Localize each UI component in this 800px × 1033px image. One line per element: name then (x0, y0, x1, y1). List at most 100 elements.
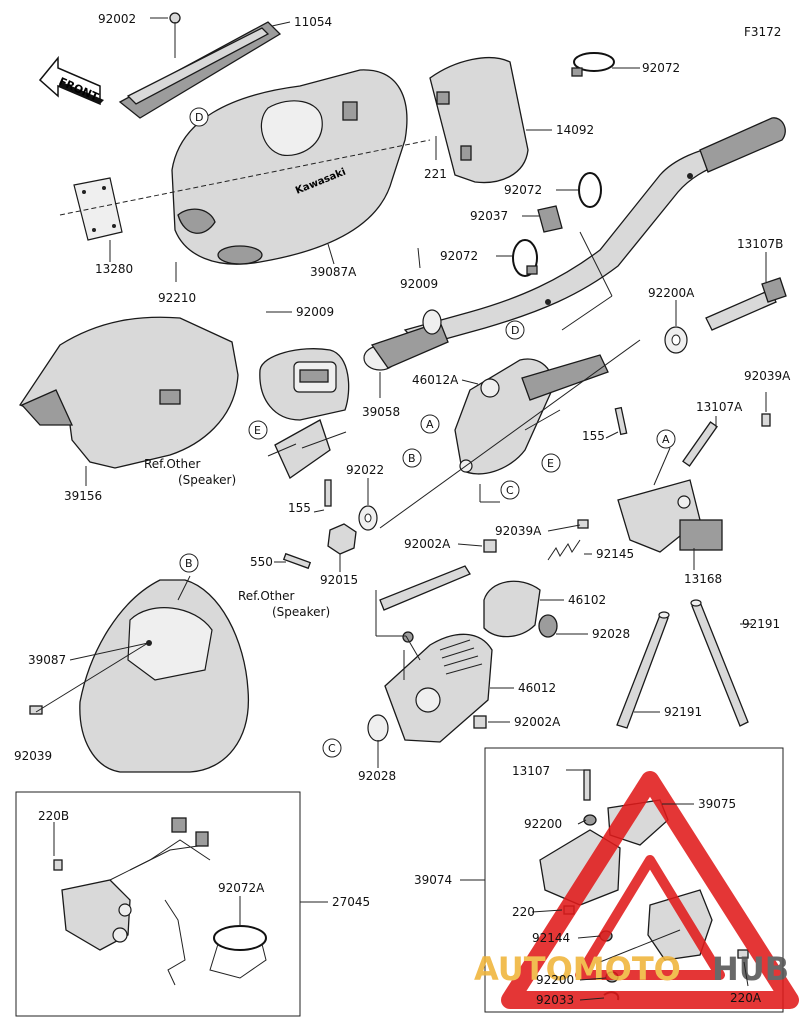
label-92191-b: 92191 (742, 617, 780, 631)
label-39074: 39074 (414, 873, 452, 887)
callout-A2: A (656, 429, 676, 449)
label-92002A-b: 92002A (514, 715, 561, 729)
callout-C1: C (500, 480, 520, 500)
watermark-text-a: AUTOMOTO (474, 950, 681, 988)
washer-92028-a (538, 614, 558, 638)
label-92037: 92037 (470, 209, 508, 223)
label-92022: 92022 (346, 463, 384, 477)
svg-text:D: D (195, 111, 203, 124)
label-39087A: 39087A (310, 265, 357, 279)
screw-92039-icon (29, 705, 43, 715)
label-11054: 11054 (294, 15, 332, 29)
label-92028-b: 92028 (358, 769, 396, 783)
grommet-92037 (537, 205, 563, 233)
callout-C2: C (322, 738, 342, 758)
cover-39156 (19, 316, 239, 469)
watermark-text-b: HUB (712, 950, 789, 988)
kit-27045-frame (15, 791, 301, 1017)
clamp-92072-top (571, 52, 615, 77)
callout-D1: D (189, 107, 209, 127)
svg-text:E: E (547, 457, 554, 470)
label-550: 550 (250, 555, 273, 569)
label-39156: 39156 (64, 489, 102, 503)
label-92144: 92144 (532, 931, 570, 945)
bolt-155-a (614, 406, 628, 436)
pin-13107A (682, 421, 718, 467)
label-14092: 14092 (556, 123, 594, 137)
label-155-b: 155 (288, 501, 311, 515)
label-92072-mid: 92072 (504, 183, 542, 197)
svg-text:A: A (426, 418, 434, 431)
bolt-92002A-a (483, 539, 497, 553)
housing-46012 (384, 633, 493, 743)
label-13168: 13168 (684, 572, 722, 586)
label-46102: 46102 (568, 593, 606, 607)
rod-92191-b (690, 599, 749, 727)
bolt-13107B (705, 277, 787, 331)
label-13107B: 13107B (737, 237, 783, 251)
bolt-550 (282, 552, 312, 570)
callout-B2: B (179, 553, 199, 573)
label-92200A: 92200A (648, 286, 695, 300)
label-220B: 220B (38, 809, 69, 823)
label-92072A: 92072A (218, 881, 265, 895)
diagram-id: F3172 (744, 25, 781, 39)
label-92072-low: 92072 (440, 249, 478, 263)
label-39058: 39058 (362, 405, 400, 419)
bolt-92002A-b (473, 715, 487, 729)
label-92009-a: 92009 (400, 277, 438, 291)
label-92145: 92145 (596, 547, 634, 561)
clamp-92072-low (512, 239, 538, 277)
leader-lines (35, 17, 767, 1001)
washer-92028-b (367, 714, 389, 742)
upper-cover-39087A: Kawasaki (171, 69, 408, 265)
ref-speaker-1a: Ref.Other (144, 457, 200, 471)
label-92009-b: 92009 (296, 305, 334, 319)
strap (379, 565, 471, 643)
switch-46102 (483, 580, 541, 638)
part-labels: 92002 11054 92072 14092 221 92072 92037 … (14, 12, 791, 1007)
label-46012: 46012 (518, 681, 556, 695)
label-13107A: 13107A (696, 400, 743, 414)
label-92039: 92039 (14, 749, 52, 763)
svg-text:A: A (662, 433, 670, 446)
label-92039A-b: 92039A (495, 524, 542, 538)
label-92210: 92210 (158, 291, 196, 305)
meter-unit (259, 348, 350, 479)
label-155-a: 155 (582, 429, 605, 443)
callout-E1: E (248, 420, 268, 440)
svg-text:B: B (185, 557, 193, 570)
cover-39087 (79, 579, 250, 773)
washer-92022 (358, 505, 378, 531)
label-92200-b: 92200 (536, 973, 574, 987)
cover-14092 (429, 56, 529, 184)
rod-92191-a (616, 611, 670, 729)
ref-speaker-2a: Ref.Other (238, 589, 294, 603)
handlebar (363, 117, 786, 371)
callout-A1: A (420, 414, 440, 434)
label-92191-a: 92191 (664, 705, 702, 719)
label-220: 220 (512, 905, 535, 919)
bracket-11054 (118, 12, 282, 119)
label-13107: 13107 (512, 764, 550, 778)
label-27045: 27045 (332, 895, 370, 909)
front-arrow-icon: FRONT (38, 55, 104, 106)
label-46012A: 46012A (412, 373, 459, 387)
label-92039A: 92039A (744, 369, 791, 383)
label-92200: 92200 (524, 817, 562, 831)
svg-text:C: C (328, 742, 336, 755)
label-92028-a: 92028 (592, 627, 630, 641)
clamp-92072-mid (578, 172, 602, 208)
bracket-13168 (617, 479, 723, 553)
svg-text:D: D (511, 324, 519, 337)
callout-E2: E (541, 453, 561, 473)
label-39075: 39075 (698, 797, 736, 811)
callout-D2: D (505, 320, 525, 340)
ref-speaker-2b: (Speaker) (272, 605, 330, 619)
kit-27045-parts (53, 817, 267, 986)
nut-92015 (327, 523, 357, 555)
svg-text:C: C (506, 484, 514, 497)
clamp-assembly-46012A (454, 354, 609, 475)
plate-13280 (73, 177, 123, 241)
